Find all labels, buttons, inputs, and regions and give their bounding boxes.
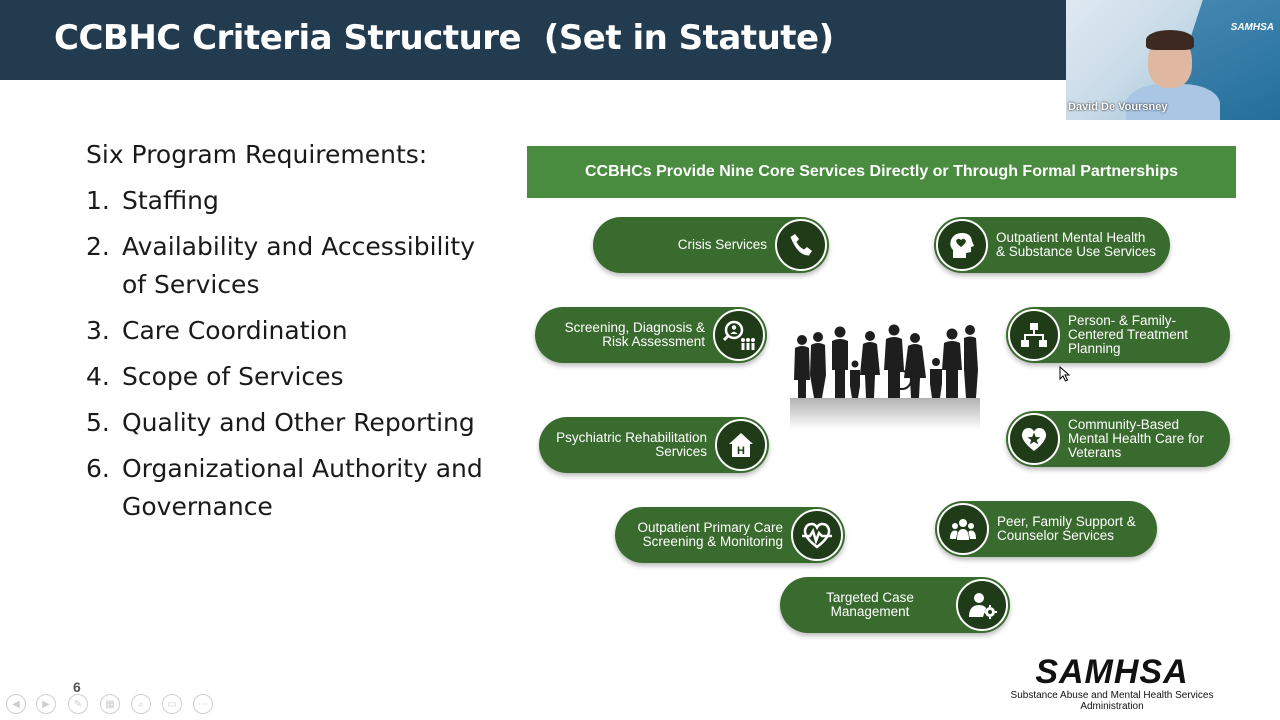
house-h-icon: H xyxy=(715,419,767,471)
requirement-item: 2. Availability and Accessibility of Serv… xyxy=(86,228,506,304)
service-label: Psychiatric Rehabilitation Services xyxy=(556,430,707,459)
head-heart-icon xyxy=(936,219,988,271)
service-label: Community-Based Mental Health Care for V… xyxy=(1068,417,1204,460)
samhsa-subtitle: Substance Abuse and Mental Health Servic… xyxy=(1010,690,1214,712)
service-pill-case-management: Targeted Case Management xyxy=(780,577,1010,633)
service-pill-peer-support: Peer, Family Support & Counselor Service… xyxy=(935,501,1157,557)
requirement-item: 4. Scope of Services xyxy=(86,358,506,396)
service-pill-primary-care: Outpatient Primary Care Screening & Moni… xyxy=(615,507,845,563)
slides-grid-button[interactable]: ▦ xyxy=(100,694,120,714)
samhsa-wordmark: SAMHSA xyxy=(1035,653,1189,691)
requirement-item: 5. Quality and Other Reporting xyxy=(86,404,506,442)
service-label: Outpatient Primary Care Screening & Moni… xyxy=(637,520,783,549)
item-number: 2. xyxy=(86,232,110,261)
service-label: Screening, Diagnosis & Risk Assessment xyxy=(564,320,705,349)
item-number: 5. xyxy=(86,408,110,437)
samhsa-logo: SAMHSA Substance Abuse and Mental Health… xyxy=(1010,654,1214,712)
next-slide-button[interactable]: ▶ xyxy=(36,694,56,714)
item-text: Staffing xyxy=(122,186,219,215)
family-silhouette-illustration xyxy=(790,320,980,430)
magnifier-people-icon xyxy=(713,309,765,361)
services-header: CCBHCs Provide Nine Core Services Direct… xyxy=(527,146,1236,198)
requirement-item: 1. Staffing xyxy=(86,182,506,220)
item-text: Availability and Accessibility of Servic… xyxy=(122,232,476,299)
requirements-lead: Six Program Requirements: xyxy=(86,140,428,169)
heartbeat-icon xyxy=(791,509,843,561)
item-number: 6. xyxy=(86,454,110,483)
requirements-list: Six Program Requirements: 1. Staffing 2. A… xyxy=(86,136,506,534)
requirement-item: 3. Care Coordination xyxy=(86,312,506,350)
service-label: Person- & Family-Centered Treatment Plan… xyxy=(1068,313,1189,356)
service-label: Targeted Case Management xyxy=(826,590,914,619)
presenter-video[interactable]: SAMHSA David De Voursney xyxy=(1066,0,1280,120)
page-number: 6 xyxy=(73,679,81,695)
more-options-button[interactable]: ⋯ xyxy=(193,694,213,714)
item-text: Care Coordination xyxy=(122,316,348,345)
mouse-cursor-icon xyxy=(1059,365,1071,387)
previous-slide-button[interactable]: ◀ xyxy=(6,694,26,714)
item-number: 3. xyxy=(86,316,110,345)
service-pill-veterans: Community-Based Mental Health Care for V… xyxy=(1006,411,1230,467)
service-label: Peer, Family Support & Counselor Service… xyxy=(997,514,1136,543)
presenter-shirt xyxy=(1126,84,1220,120)
phone-icon xyxy=(775,219,827,271)
svg-text:H: H xyxy=(737,445,745,457)
slide-title: CCBHC Criteria Structure (Set in Statute… xyxy=(54,18,834,58)
group-icon xyxy=(937,503,989,555)
item-text: Organizational Authority and Governance xyxy=(122,454,483,521)
heart-star-icon xyxy=(1008,413,1060,465)
service-pill-screening: Screening, Diagnosis & Risk Assessment xyxy=(535,307,767,363)
org-chart-icon xyxy=(1008,309,1060,361)
service-pill-crisis: Crisis Services xyxy=(593,217,829,273)
item-text: Quality and Other Reporting xyxy=(122,408,475,437)
service-pill-psychiatric-rehab: Psychiatric Rehabilitation Services H xyxy=(539,417,769,473)
service-pill-treatment-planning: Person- & Family-Centered Treatment Plan… xyxy=(1006,307,1230,363)
video-logo: SAMHSA xyxy=(1230,22,1274,33)
requirement-item: 6. Organizational Authority and Governanc… xyxy=(86,450,506,526)
item-number: 4. xyxy=(86,362,110,391)
zoom-button[interactable]: ⌕ xyxy=(131,694,151,714)
person-gear-icon xyxy=(956,579,1008,631)
pen-tool-button[interactable]: ✎ xyxy=(68,694,88,714)
item-text: Scope of Services xyxy=(122,362,344,391)
participant-name: David De Voursney xyxy=(1068,101,1168,113)
service-pill-outpatient-mental-health: Outpatient Mental Health & Substance Use… xyxy=(934,217,1170,273)
item-number: 1. xyxy=(86,186,110,215)
service-label: Crisis Services xyxy=(677,237,767,252)
presenter-hair xyxy=(1146,30,1194,50)
subtitles-button[interactable]: ▭ xyxy=(162,694,182,714)
service-label: Outpatient Mental Health & Substance Use… xyxy=(996,230,1156,259)
